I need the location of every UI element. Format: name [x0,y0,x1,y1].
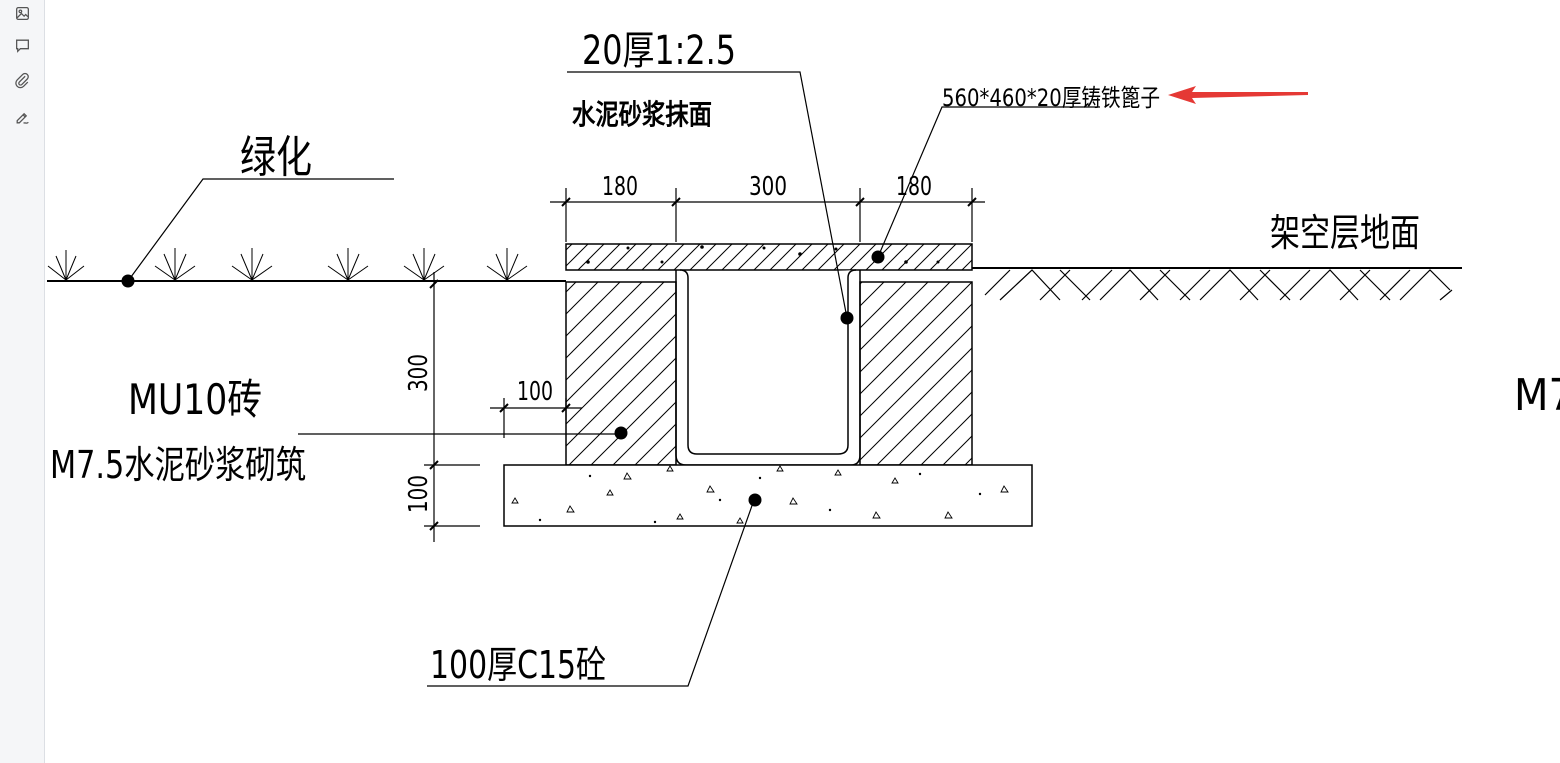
channel-inner-outline [679,269,857,455]
dim-depth: 300 [404,354,434,392]
signature-pen-icon [16,112,29,124]
label-overhead-ground: 架空层地面 [1270,211,1420,255]
label-mortar: M7.5水泥砂浆砌筑 [50,443,306,487]
dim-wall-left: 180 [602,172,638,202]
label-cast-iron-cover: 560*460*20厚铸铁篦子 [942,84,1160,112]
right-brick-wall [859,281,973,466]
dim-base-thickness: 100 [404,475,434,513]
comment-tool-button[interactable] [9,32,35,58]
leader-dots [121,250,885,507]
concrete-base [503,464,1033,527]
label-concrete: 100厚C15砼 [430,643,606,687]
paperclip-icon [14,72,29,88]
label-greening: 绿化 [240,132,312,183]
label-plaster-thickness: 20厚1:2.5 [582,28,736,74]
plaster-dots [586,245,940,264]
cad-drawing: 180 300 180 300 100 100 [47,28,1560,687]
dim-channel-width: 300 [749,172,787,202]
attachment-tool-button[interactable] [9,67,35,93]
left-toolbar [0,0,45,763]
signature-tool-button[interactable] [9,104,35,130]
concrete-dots [538,472,982,524]
label-cut-off: M7 [1514,370,1560,421]
image-tool-button[interactable] [9,0,35,26]
ground-hatch [984,269,1453,301]
dim-offset: 100 [517,377,553,407]
leader-lines [127,71,1100,687]
grass-symbols [47,248,528,281]
dim-wall-right: 180 [896,172,932,202]
offset-dimension [490,398,582,438]
label-plaster-material: 水泥砂浆抹面 [572,98,712,131]
drawing-canvas: 180 300 180 300 100 100 [45,0,1560,763]
concrete-aggregate [511,465,1009,524]
top-dimension [550,188,985,242]
image-icon [15,6,29,20]
comment-icon [15,39,29,53]
vertical-dimension [424,272,480,542]
label-brick: MU10砖 [128,375,262,424]
plaster-cap [565,243,973,271]
red-arrow [1168,86,1308,104]
